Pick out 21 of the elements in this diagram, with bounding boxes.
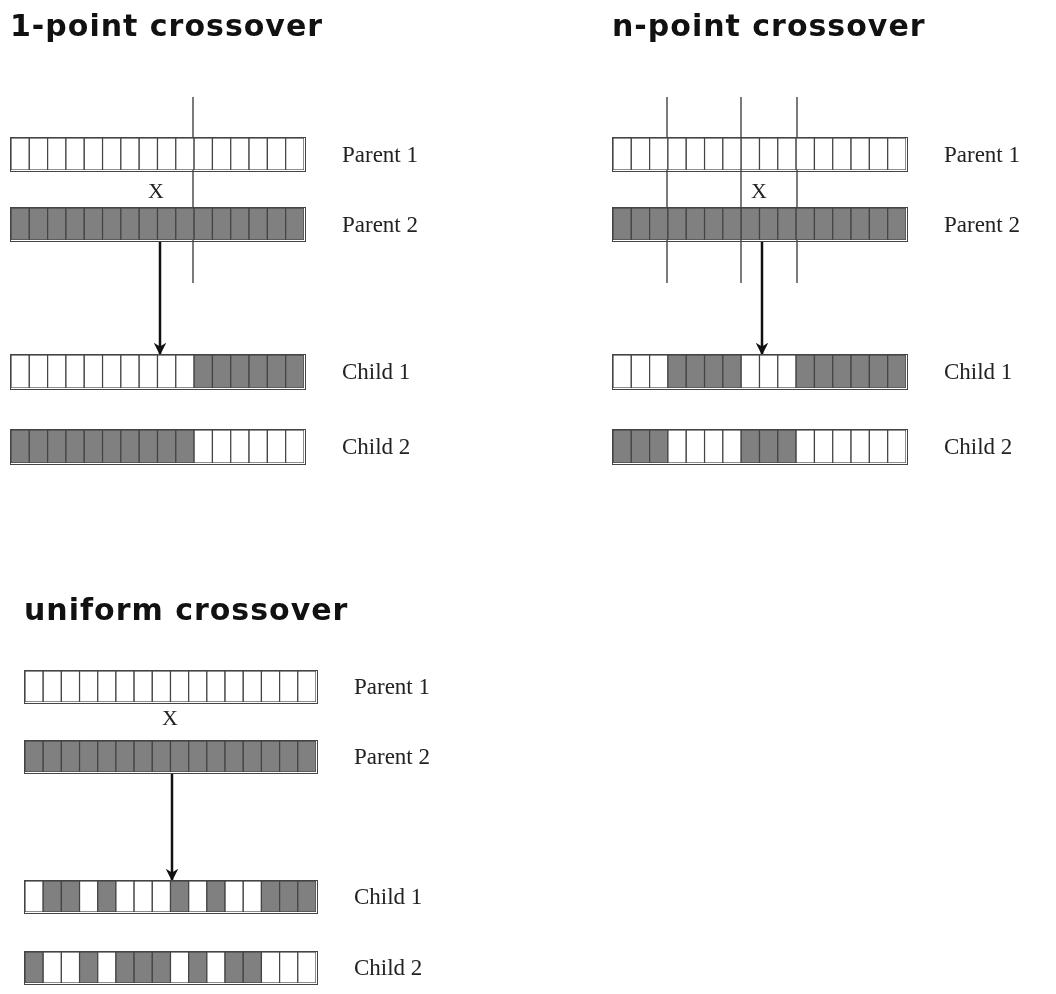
chromosome-label: Child 1 [342, 359, 411, 385]
chromosome-label: Child 2 [354, 955, 423, 981]
chromosome-label: Child 1 [944, 359, 1013, 385]
crossover-mark: X [148, 178, 164, 204]
chromosome-label: Child 2 [342, 434, 411, 460]
arrow [755, 242, 769, 356]
chromosome-label: Parent 1 [342, 141, 418, 168]
panel-title: 1-point crossover [10, 8, 324, 43]
chromosome-label: Child 2 [944, 434, 1013, 460]
crossover-mark: X [162, 705, 178, 731]
arrow [153, 242, 167, 356]
chromosome-label: Parent 1 [944, 141, 1020, 168]
chromosome-label: Parent 2 [944, 211, 1020, 238]
panel-title: uniform crossover [24, 592, 349, 627]
panel-title: n-point crossover [612, 8, 926, 43]
chromosome-label: Parent 2 [354, 744, 430, 770]
crossover-mark: X [751, 178, 767, 204]
chromosome-label: Child 1 [354, 884, 423, 910]
chromosome-label: Parent 1 [354, 674, 430, 700]
chromosome-label: Parent 2 [342, 211, 418, 238]
arrow [165, 774, 179, 882]
